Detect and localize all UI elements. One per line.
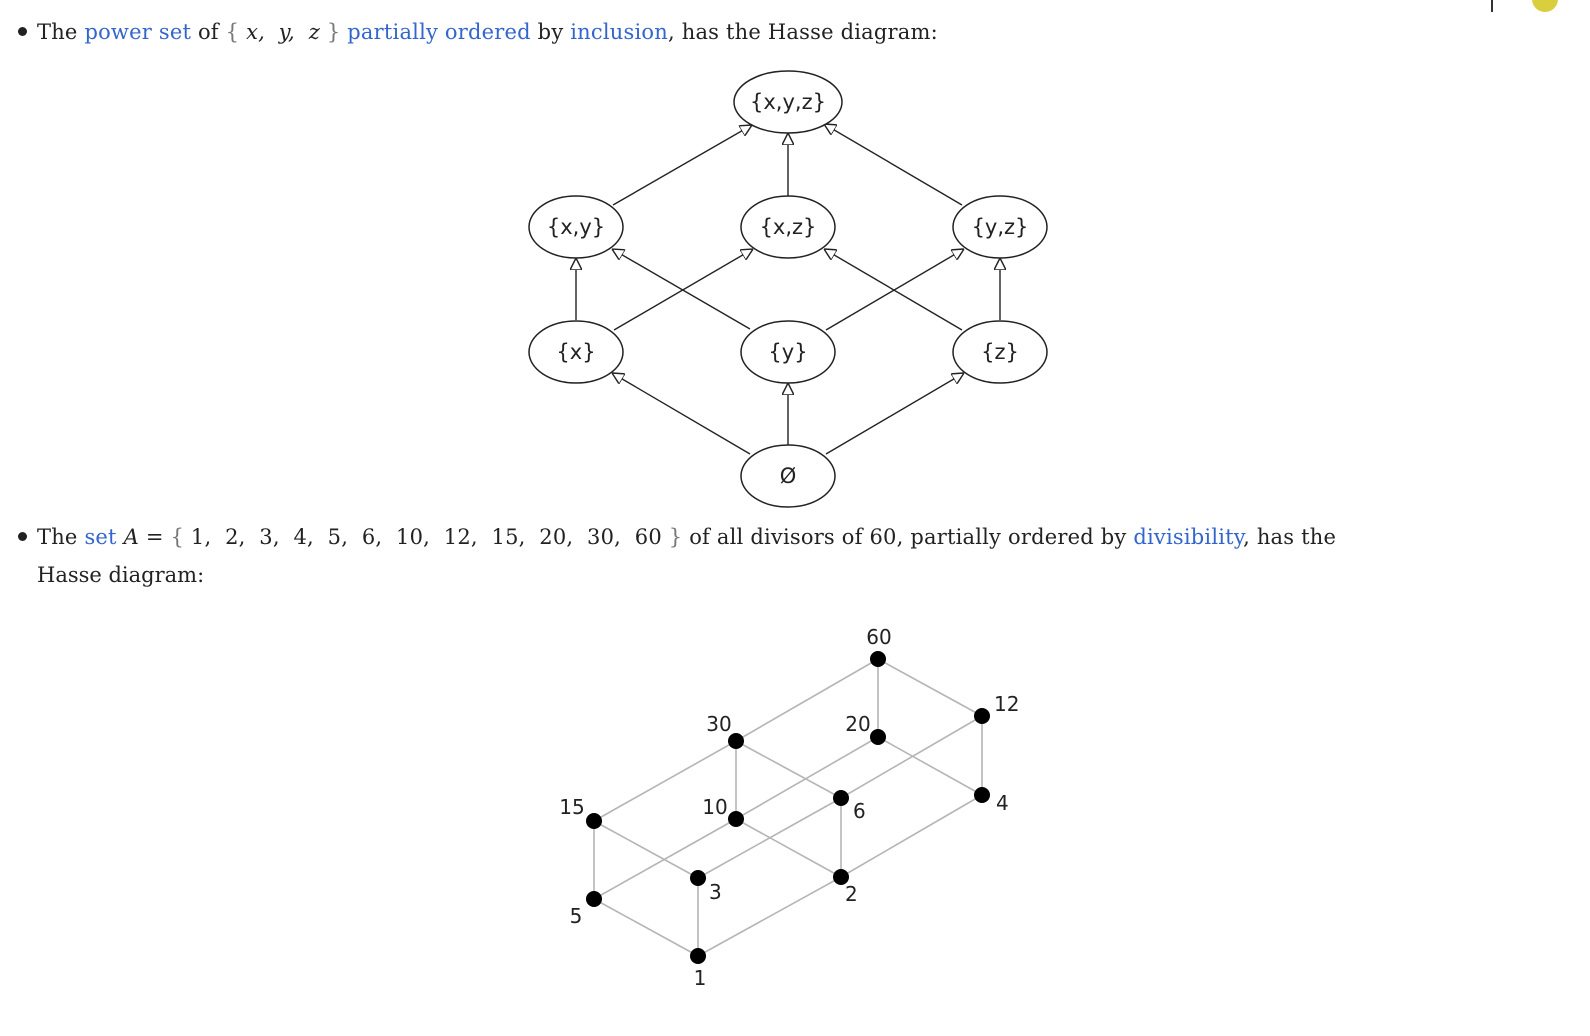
node-3-label: 3 bbox=[709, 880, 722, 904]
edge-60-12 bbox=[877, 658, 983, 717]
item1-suffix: , has the Hasse diagram: bbox=[667, 20, 938, 44]
node-xyz-label: {x,y,z} bbox=[750, 90, 826, 114]
math-z: z bbox=[301, 20, 327, 44]
item2-mid: of all divisors of 60, partially ordered… bbox=[682, 525, 1134, 549]
bullet-item-divisors: The set A = { 1, 2, 3, 4, 5, 6, 10, 12, … bbox=[18, 519, 1578, 556]
edge-15-3 bbox=[593, 820, 699, 879]
node-yz-label: {y,z} bbox=[972, 215, 1029, 239]
node-1-label: 1 bbox=[694, 966, 707, 990]
node-6-dot bbox=[833, 790, 849, 806]
divisor-edges bbox=[593, 658, 983, 957]
divisor-node-dots bbox=[586, 651, 990, 964]
node-y-ellipse bbox=[740, 320, 836, 384]
node-xy-label: {x,y} bbox=[547, 215, 605, 239]
node-15-label: 15 bbox=[559, 795, 584, 819]
node-y-label: {y} bbox=[768, 340, 807, 364]
item2-continuation: Hasse diagram: bbox=[37, 563, 205, 587]
node-xy-ellipse bbox=[528, 195, 624, 259]
node-20-dot bbox=[870, 729, 886, 745]
edge-4-2 bbox=[840, 794, 983, 878]
node-xz-ellipse bbox=[740, 195, 836, 259]
edge-x-xz bbox=[613, 249, 753, 331]
node-xyz-ellipse bbox=[733, 70, 843, 134]
edge-y-xy bbox=[612, 249, 751, 330]
node-6-label: 6 bbox=[853, 799, 866, 823]
math-y: y, bbox=[271, 20, 302, 44]
node-30-label: 30 bbox=[706, 712, 731, 736]
node-60-dot bbox=[870, 651, 886, 667]
node-2-label: 2 bbox=[845, 882, 858, 906]
bullet-icon bbox=[18, 532, 27, 541]
link-divisibility[interactable]: divisibility bbox=[1133, 525, 1244, 549]
brace-open: { bbox=[225, 20, 240, 44]
bullet-item-power-set: The power set of { x, y, z } partially o… bbox=[18, 14, 938, 51]
math-a: A bbox=[116, 525, 139, 549]
node-5-dot bbox=[586, 891, 602, 907]
node-10-label: 10 bbox=[702, 795, 727, 819]
edge-5-1 bbox=[593, 898, 699, 957]
link-set[interactable]: set bbox=[84, 525, 117, 549]
link-power-set[interactable]: power set bbox=[84, 20, 192, 44]
item1-of: of bbox=[191, 20, 226, 44]
node-12-dot bbox=[974, 708, 990, 724]
node-20-label: 20 bbox=[845, 712, 870, 736]
edge-20-4 bbox=[877, 736, 983, 796]
edge-10-5 bbox=[593, 818, 737, 900]
item2-prefix: The bbox=[37, 525, 85, 549]
node-5-label: 5 bbox=[570, 904, 583, 928]
item2-eq: = bbox=[138, 525, 171, 549]
brace-open: { bbox=[170, 525, 185, 549]
node-empty-label: Ø bbox=[780, 464, 797, 488]
edge-z-xz bbox=[824, 249, 963, 331]
node-3-dot bbox=[690, 870, 706, 886]
node-4-label: 4 bbox=[996, 791, 1009, 815]
item2-suffix: , has the bbox=[1243, 525, 1337, 549]
node-x-ellipse bbox=[528, 320, 624, 384]
power-set-node-shapes bbox=[528, 70, 1048, 508]
node-x-label: {x} bbox=[556, 340, 595, 364]
node-10-dot bbox=[728, 811, 744, 827]
edge-empty-z bbox=[825, 373, 964, 455]
edge-yz-xyz bbox=[824, 124, 963, 206]
text-cursor-mark bbox=[1491, 0, 1493, 12]
node-z-label: {z} bbox=[981, 340, 1019, 364]
edge-30-15 bbox=[593, 740, 737, 822]
edge-10-2 bbox=[735, 818, 842, 878]
divisor-list: 1, 2, 3, 4, 5, 6, 10, 12, 15, 20, 30, 60 bbox=[184, 525, 669, 549]
edge-y-yz bbox=[825, 249, 964, 331]
item1-prefix: The bbox=[37, 20, 85, 44]
node-yz-ellipse bbox=[952, 195, 1048, 259]
node-60-label: 60 bbox=[866, 625, 891, 649]
edge-2-1 bbox=[697, 876, 842, 957]
edge-30-6 bbox=[735, 740, 842, 799]
bullet-icon bbox=[18, 27, 27, 36]
node-xz-label: {x,z} bbox=[760, 215, 817, 239]
node-z-ellipse bbox=[952, 320, 1048, 384]
edge-20-10 bbox=[735, 736, 879, 820]
link-partially-ordered[interactable]: partially ordered bbox=[347, 20, 531, 44]
highlight-dot-icon bbox=[1532, 0, 1558, 12]
node-12-label: 12 bbox=[994, 692, 1019, 716]
node-empty-ellipse bbox=[740, 444, 836, 508]
node-4-dot bbox=[974, 787, 990, 803]
brace-close: } bbox=[668, 525, 683, 549]
node-2-dot bbox=[833, 869, 849, 885]
node-30-dot bbox=[728, 733, 744, 749]
math-x: x, bbox=[239, 20, 272, 44]
edge-60-30 bbox=[735, 658, 879, 742]
brace-close: } bbox=[326, 20, 341, 44]
edge-12-6 bbox=[840, 715, 983, 799]
node-15-dot bbox=[586, 813, 602, 829]
edge-empty-x bbox=[612, 373, 751, 455]
link-inclusion[interactable]: inclusion bbox=[570, 20, 668, 44]
node-1-dot bbox=[690, 948, 706, 964]
edge-6-3 bbox=[697, 797, 842, 879]
item1-by: by bbox=[530, 20, 571, 44]
power-set-edges bbox=[576, 124, 1000, 455]
edge-xy-xyz bbox=[612, 125, 752, 206]
